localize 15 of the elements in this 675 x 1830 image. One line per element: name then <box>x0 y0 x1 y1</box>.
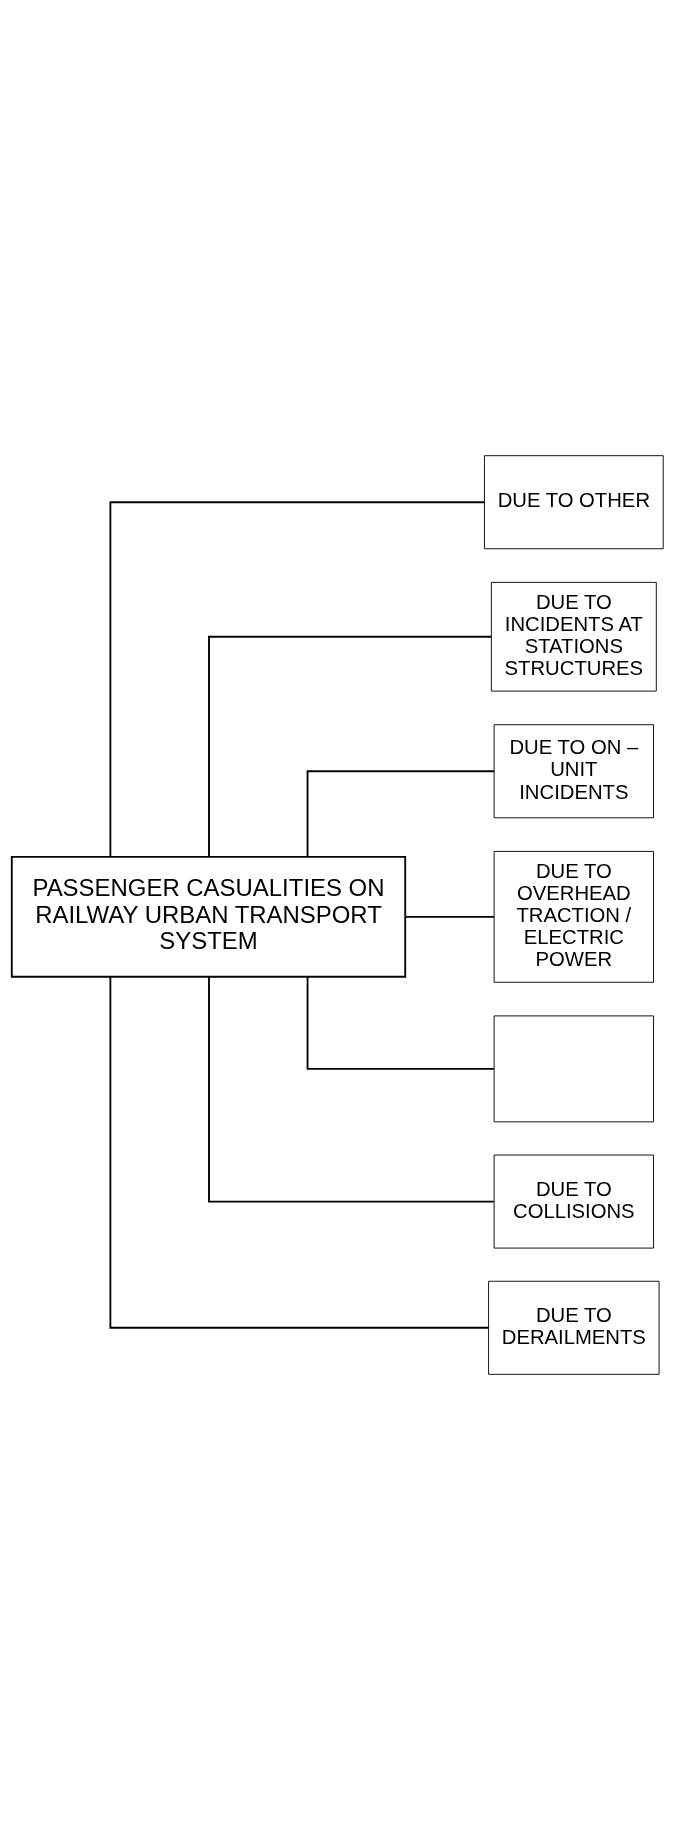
connector <box>306 976 495 1070</box>
node-box <box>493 1015 654 1123</box>
node-box: DUE TO DERAILMENTS <box>488 1280 660 1375</box>
connector <box>109 976 490 1329</box>
node-box: PASSENGER CASUALITIES ON RAILWAY URBAN TRANSPORT SYSTEM <box>10 856 407 978</box>
connector <box>208 635 492 858</box>
connector <box>306 770 495 858</box>
connector <box>109 501 486 858</box>
node-box: DUE TO ON – UNIT INCIDENTS <box>493 724 654 819</box>
node-box: DUE TO OTHER <box>484 455 664 550</box>
connector <box>404 915 495 918</box>
node-box: DUE TO INCIDENTS AT STATIONS STRUCTURES <box>490 581 657 692</box>
node-box: DUE TO COLLISIONS <box>493 1154 654 1249</box>
connector <box>208 975 495 1203</box>
node-box: DUE TO OVERHEAD TRACTION / ELECTRIC POWER <box>493 850 654 983</box>
